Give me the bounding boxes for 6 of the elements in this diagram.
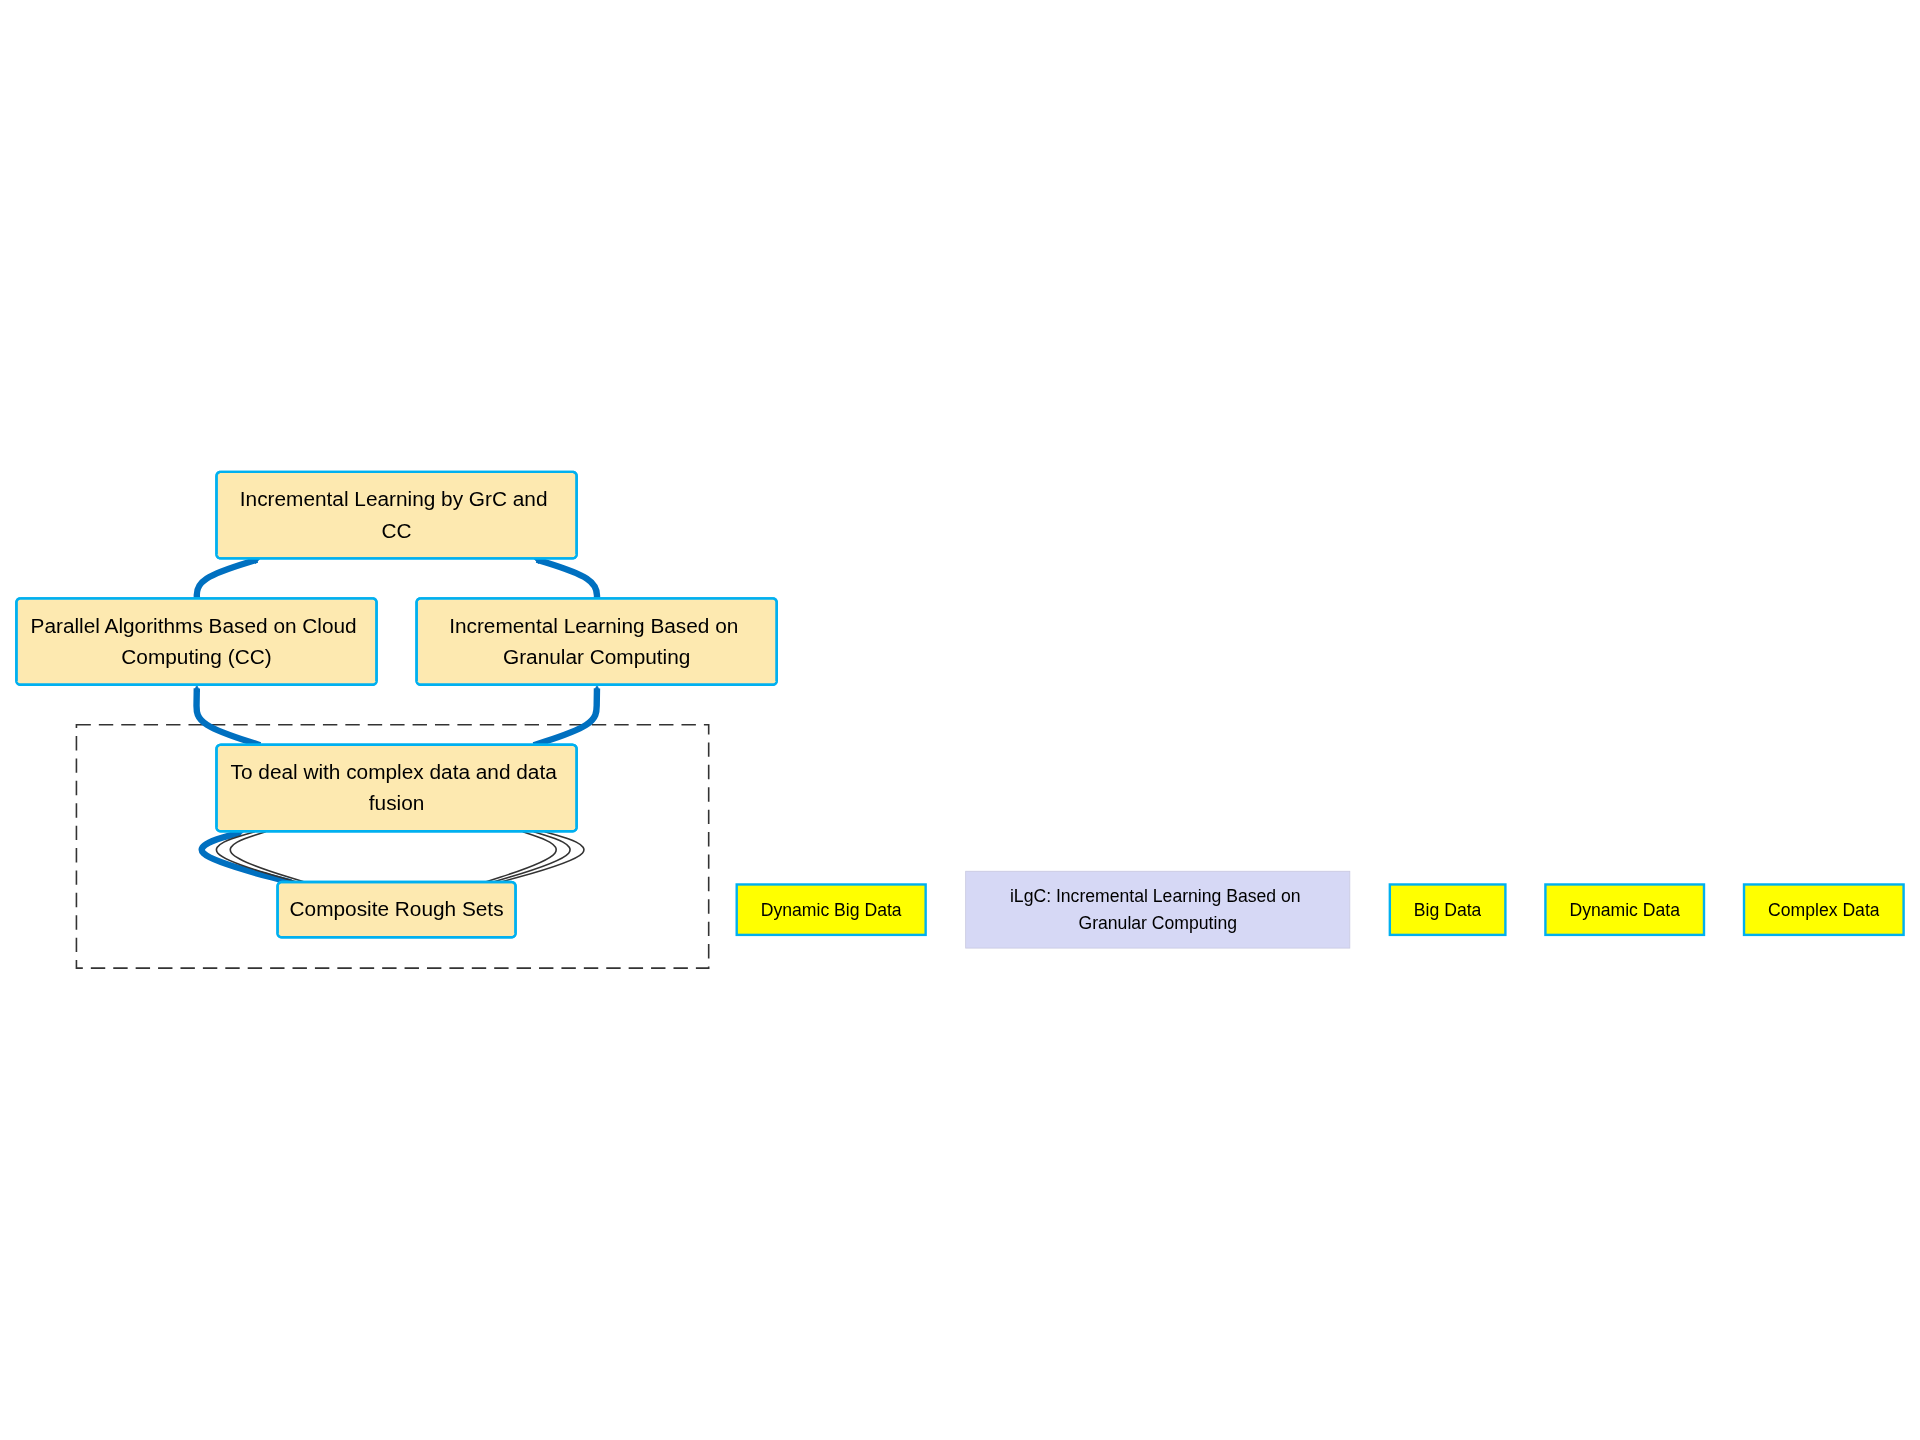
node-box: Complex Data <box>1742 883 1905 937</box>
node-box: Dynamic Big Data <box>735 883 927 937</box>
cluster <box>75 724 710 969</box>
node-box: Dynamic Data <box>1544 883 1706 937</box>
node-box: Big Data <box>1388 883 1507 937</box>
node-box: iLgC: Incremental Learning Based on Granular Computing <box>965 870 1351 949</box>
